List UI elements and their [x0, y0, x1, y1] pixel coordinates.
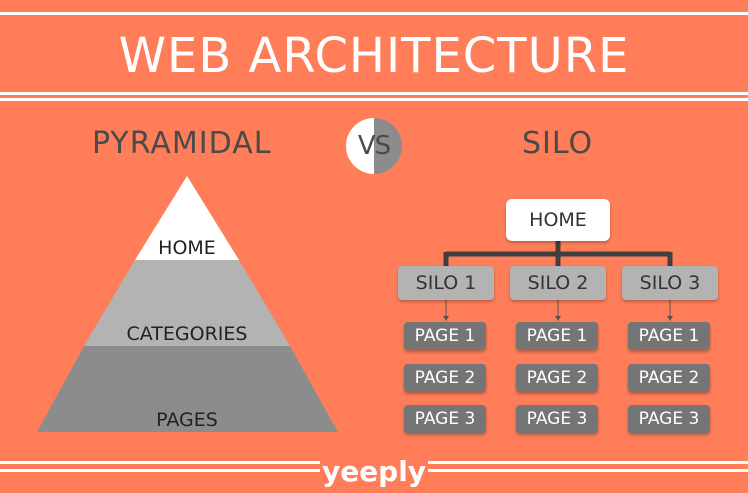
bottom-stripe-2 — [0, 469, 320, 472]
silo-3-page-3: PAGE 3 — [628, 405, 710, 433]
silo-2-page-3: PAGE 3 — [516, 405, 598, 433]
silo-1-page-1: PAGE 1 — [404, 322, 486, 350]
vs-text: VS — [357, 131, 391, 161]
silo-2-page-1: PAGE 1 — [516, 322, 598, 350]
silo-1-page-2: PAGE 2 — [404, 364, 486, 392]
bottom-stripe-4 — [428, 469, 748, 472]
silo-1-box: SILO 1 — [398, 266, 494, 300]
pyramid-middle-level — [84, 260, 290, 346]
bottom-stripe-3 — [428, 461, 748, 464]
silo-label: SILO — [522, 126, 594, 161]
pyramid-top-level — [135, 176, 239, 260]
page-title: WEB ARCHITECTURE — [118, 28, 630, 84]
silo-home-box: HOME — [506, 199, 610, 241]
pyramid-bottom-level — [37, 346, 338, 432]
silo-3-page-2: PAGE 2 — [628, 364, 710, 392]
pyramid-home-label: HOME — [158, 237, 216, 259]
bottom-stripe-1 — [0, 461, 320, 464]
pyramid-categories-label: CATEGORIES — [126, 323, 248, 345]
yeeply-logo: yeeply — [321, 455, 427, 488]
silo-3-page-1: PAGE 1 — [628, 322, 710, 350]
pyramidal-label: PYRAMIDAL — [92, 126, 272, 161]
silo-2-box: SILO 2 — [510, 266, 606, 300]
silo-1-page-3: PAGE 3 — [404, 405, 486, 433]
top-stripe-1 — [0, 12, 748, 15]
pyramid-pages-label: PAGES — [156, 409, 218, 431]
top-stripe-3 — [0, 98, 748, 101]
silo-2-page-2: PAGE 2 — [516, 364, 598, 392]
top-stripe-2 — [0, 92, 748, 95]
silo-3-box: SILO 3 — [622, 266, 718, 300]
vs-badge: VS — [346, 118, 402, 174]
